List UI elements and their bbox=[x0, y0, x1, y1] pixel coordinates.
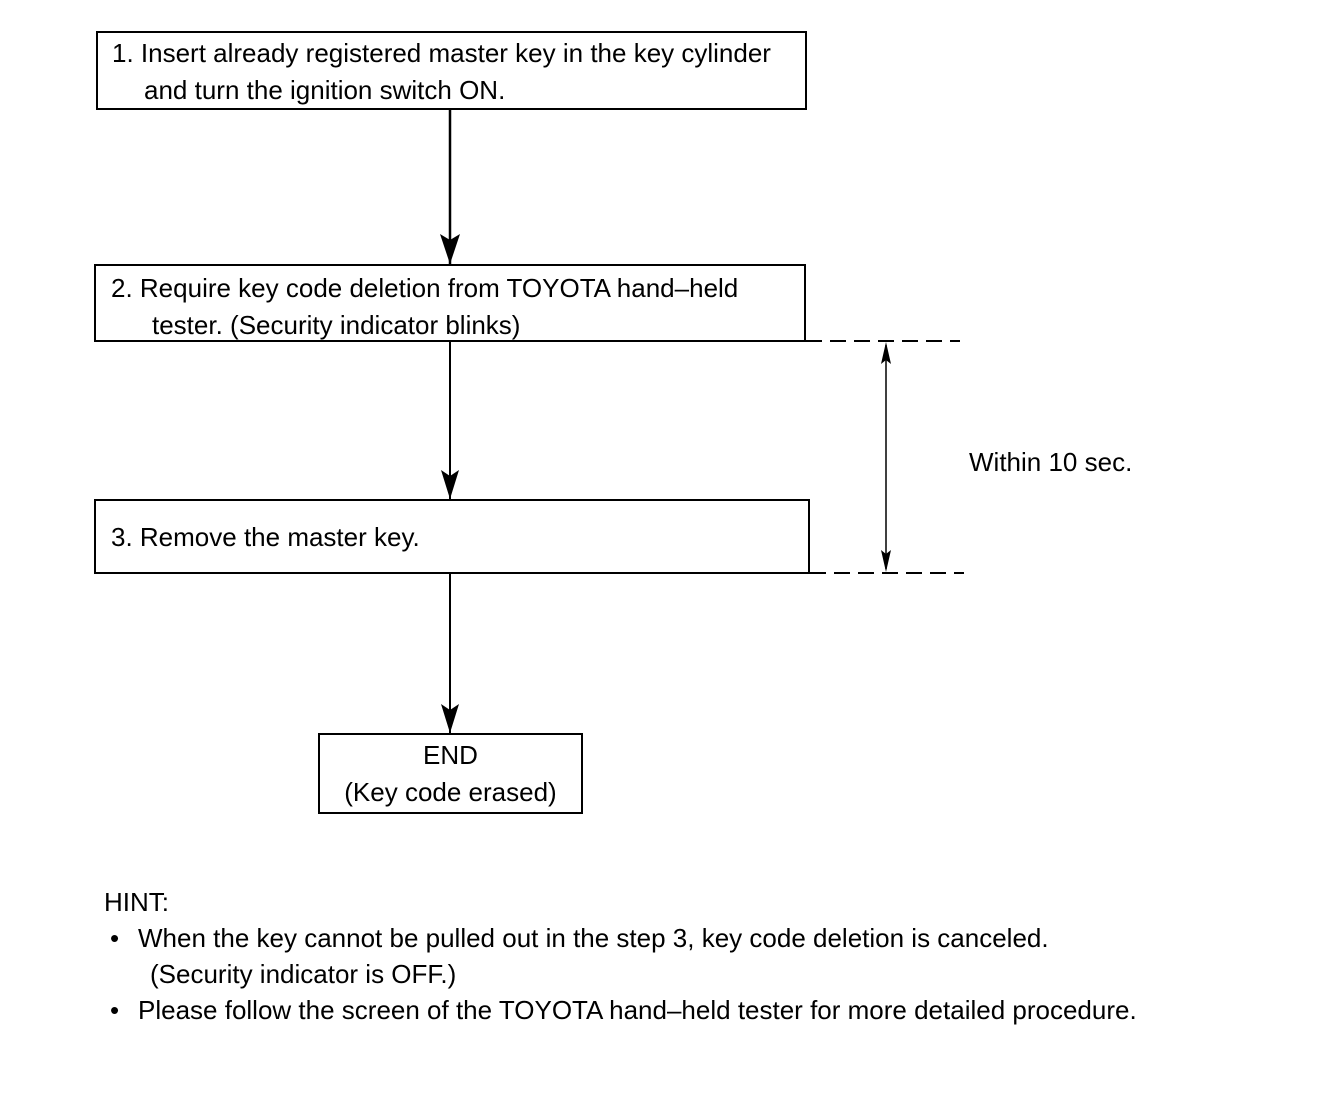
hint-item-1: • When the key cannot be pulled out in t… bbox=[104, 920, 1137, 992]
hint-section: HINT: • When the key cannot be pulled ou… bbox=[104, 884, 1137, 1028]
step-2-box: 2. Require key code deletion from TOYOTA… bbox=[94, 264, 806, 342]
step-1-line-1: 1. Insert already registered master key … bbox=[112, 38, 771, 68]
arrowhead-step3 bbox=[441, 470, 459, 499]
hint-item-2: • Please follow the screen of the TOYOTA… bbox=[104, 992, 1137, 1028]
end-box: END (Key code erased) bbox=[318, 733, 583, 814]
arrowhead-step2 bbox=[440, 234, 460, 264]
step-2-line-1: 2. Require key code deletion from TOYOTA… bbox=[111, 273, 739, 303]
timing-arrowhead-down bbox=[881, 550, 891, 572]
step-3-line-1: 3. Remove the master key. bbox=[111, 522, 420, 552]
step-3-box: 3. Remove the master key. bbox=[94, 499, 810, 574]
hint-item-2-line-1: Please follow the screen of the TOYOTA h… bbox=[138, 995, 1137, 1025]
hint-item-1-line-2: (Security indicator is OFF.) bbox=[150, 959, 457, 989]
timing-label: Within 10 sec. bbox=[969, 447, 1133, 477]
step-1-line-2: and turn the ignition switch ON. bbox=[144, 75, 506, 105]
bullet-icon: • bbox=[110, 923, 120, 953]
hint-item-1-line-1: When the key cannot be pulled out in the… bbox=[138, 923, 1049, 953]
arrowhead-end bbox=[441, 704, 459, 733]
step-1-box: 1. Insert already registered master key … bbox=[96, 31, 807, 110]
timing-arrowhead-up bbox=[881, 342, 891, 364]
end-line-1: END bbox=[423, 740, 478, 770]
bullet-icon: • bbox=[110, 995, 120, 1025]
end-line-2: (Key code erased) bbox=[344, 777, 557, 807]
step-2-line-2: tester. (Security indicator blinks) bbox=[152, 310, 521, 340]
hint-title: HINT: bbox=[104, 887, 169, 917]
